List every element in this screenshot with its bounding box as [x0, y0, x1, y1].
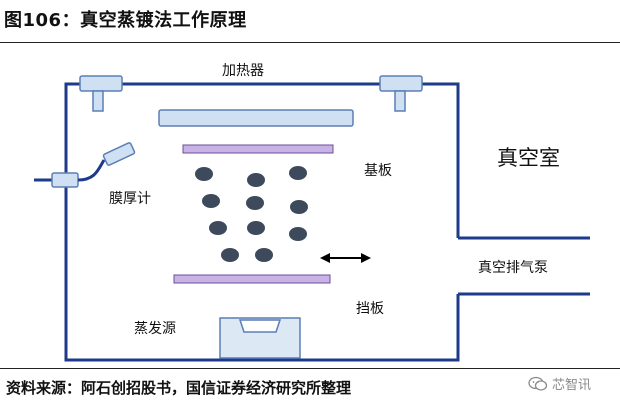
substrate-label: 基板	[364, 162, 392, 179]
watermark: 芯智讯	[528, 374, 591, 393]
thickness-monitor-label: 膜厚计	[109, 191, 151, 207]
substrate-plate	[182, 144, 334, 154]
figure-title: 图106：真空蒸镀法工作原理	[4, 10, 247, 31]
evaporation-source	[219, 317, 301, 359]
particle	[289, 166, 307, 180]
particle	[246, 196, 264, 210]
double-arrow-icon	[320, 253, 371, 263]
particle	[202, 194, 220, 208]
pump-label: 真空排气泵	[478, 260, 548, 276]
thickness-monitor-port	[51, 172, 79, 188]
particle	[289, 227, 307, 241]
heater-bar	[158, 109, 354, 127]
particle	[290, 200, 308, 214]
watermark-text: 芯智讯	[552, 378, 592, 393]
thickness-sensor-head	[102, 142, 136, 166]
particle	[221, 248, 239, 262]
heater-label: 加热器	[222, 63, 264, 79]
wechat-icon	[528, 376, 548, 391]
particle	[209, 221, 227, 235]
particle	[247, 221, 265, 235]
evaporated-particles	[195, 166, 308, 262]
particle	[255, 248, 273, 262]
shutter-label: 挡板	[356, 301, 384, 317]
heater-feedthrough-right	[379, 75, 423, 112]
heater-feedthrough-left	[79, 75, 123, 112]
source-note: 资料来源：阿石创招股书，国信证券经济研究所整理	[6, 379, 352, 397]
particle	[247, 173, 265, 187]
shutter-plate	[173, 274, 331, 284]
bottom-rule	[0, 368, 620, 369]
top-rule	[0, 42, 620, 43]
thickness-monitor	[51, 142, 136, 188]
evaporation-source-label: 蒸发源	[134, 321, 176, 337]
chamber-label: 真空室	[497, 146, 560, 170]
particle	[195, 167, 213, 181]
